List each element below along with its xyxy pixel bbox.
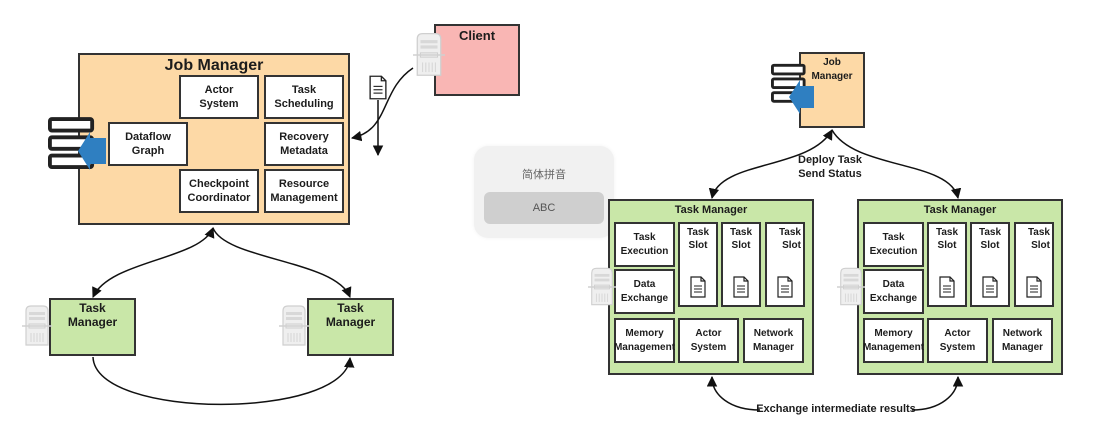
job-manager-title: Job Manager: [164, 57, 264, 74]
rtm2-title: Task Manager: [923, 204, 997, 216]
rtm2-memory-management: Memory Management: [863, 318, 924, 363]
right-blue-arrow-icon: [789, 80, 814, 114]
rtm1-slot-3-label: Task Slot: [778, 227, 801, 251]
task-manager-2-title: Task Manager: [325, 301, 376, 329]
deploy-arrow-left: [708, 129, 833, 200]
exchange-arrow-left: [706, 375, 761, 411]
exchange-arrow-right: [911, 375, 964, 411]
ime-option-abc[interactable]: ABC: [484, 192, 604, 224]
blue-arrow-icon: [78, 132, 106, 170]
server-icon-rtm1: [588, 267, 616, 306]
rtm1-task-execution: Task Execution: [614, 222, 675, 267]
rtm2-slot-2-label: Task Slot: [978, 227, 1002, 251]
rtm2-network-manager: Network Manager: [992, 318, 1053, 363]
server-icon-rtm2: [837, 267, 865, 306]
deploy-arrow-right: [831, 129, 962, 200]
rtm1-slot-2-doc-icon: [733, 276, 749, 298]
actor-system-component: Actor System: [179, 75, 259, 119]
client-title: Client: [458, 28, 496, 43]
rtm2-slot-1-label: Task Slot: [935, 227, 959, 251]
right-task-manager-1: Task Manager Task Execution Data Exchang…: [608, 199, 814, 375]
recovery-metadata-component: Recovery Metadata: [264, 122, 344, 166]
rtm1-slot-1-doc-icon: [690, 276, 706, 298]
rtm1-title: Task Manager: [674, 204, 748, 216]
task-manager-box-2: Task Manager: [307, 298, 394, 356]
rtm2-slot-3-doc-icon: [1026, 276, 1042, 298]
rtm2-slot-3-label: Task Slot: [1027, 227, 1050, 251]
rtm1-network-manager: Network Manager: [743, 318, 804, 363]
rtm2-data-exchange: Data Exchange: [863, 269, 924, 314]
task-manager-box-1: Task Manager: [49, 298, 136, 356]
rtm1-memory-management: Memory Management: [614, 318, 675, 363]
rtm2-actor-system: Actor System: [927, 318, 988, 363]
client-to-jm-arrow: [350, 67, 414, 142]
task-scheduling-component: Task Scheduling: [264, 75, 344, 119]
jm-tm2-arrow: [212, 227, 352, 298]
rtm1-slot-3: Task Slot: [765, 222, 805, 307]
rtm1-slot-1-label: Task Slot: [686, 227, 710, 251]
server-icon-tm1: [22, 305, 52, 346]
rtm2-task-execution: Task Execution: [863, 222, 924, 267]
job-manager-box: Job Manager Actor System Task Scheduling…: [78, 53, 350, 225]
rtm2-slot-2-doc-icon: [982, 276, 998, 298]
jm-tm1-arrow: [92, 227, 215, 298]
resource-management-component: Resource Management: [264, 169, 344, 213]
edge-label-exchange: Exchange intermediate results: [756, 403, 916, 415]
rtm2-slot-1-doc-icon: [939, 276, 955, 298]
rtm1-slot-3-doc-icon: [777, 276, 793, 298]
right-job-manager-title: Job Manager: [811, 57, 853, 82]
right-task-manager-2: Task Manager Task Execution Data Exchang…: [857, 199, 1063, 375]
ime-popup: 简体拼音 ABC: [474, 146, 614, 238]
ime-title: 简体拼音: [522, 169, 566, 181]
dataflow-graph-component: Dataflow Graph: [108, 122, 188, 166]
document-icon: [369, 75, 387, 100]
rtm1-data-exchange: Data Exchange: [614, 269, 675, 314]
checkpoint-coordinator-component: Checkpoint Coordinator: [179, 169, 259, 213]
rtm1-slot-2-label: Task Slot: [729, 227, 753, 251]
server-icon-tm2: [279, 305, 309, 346]
server-icon-client: [413, 32, 445, 77]
tm1-tm2-arrow: [92, 356, 355, 406]
rtm1-actor-system: Actor System: [678, 318, 739, 363]
task-manager-1-title: Task Manager: [67, 301, 118, 329]
